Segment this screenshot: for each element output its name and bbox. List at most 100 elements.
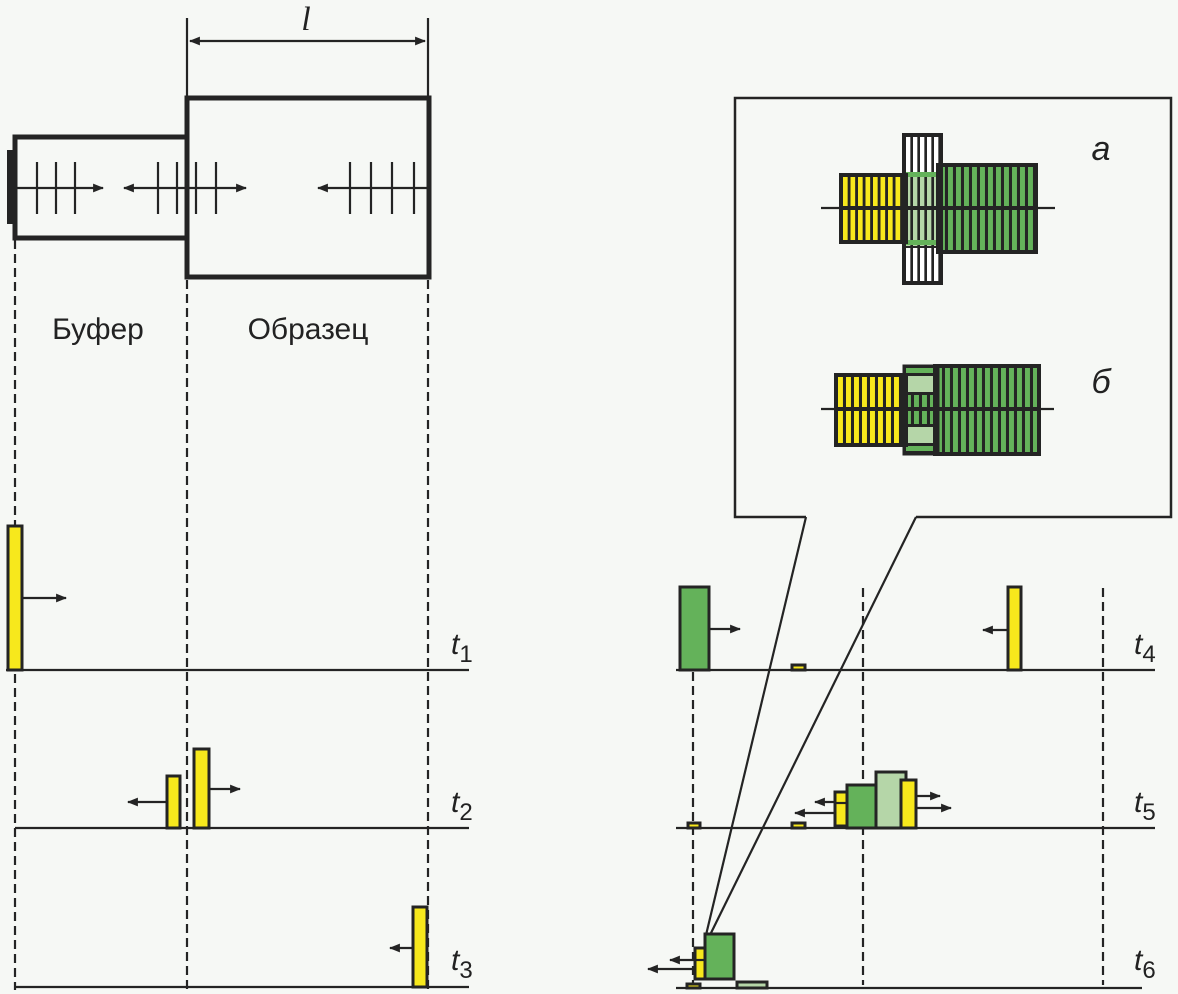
time-label-t4: t4 <box>1134 628 1156 668</box>
inset-a-buffer-stripes-stripe <box>895 177 901 206</box>
inset-a-interface-outline <box>902 133 943 285</box>
inset-a-buffer-stripes-stripe <box>865 210 871 240</box>
length-label: l <box>301 1 310 38</box>
inset-b-buffer-stripes-stripe <box>878 411 883 443</box>
inset-a-buffer-stripes-stripe <box>850 210 856 240</box>
inset-a-overlap-stripe <box>927 174 932 206</box>
inset-a-buffer-stripes-stripe <box>858 210 863 240</box>
interface-pulse <box>845 783 878 830</box>
inset-b-buffer-stripes-stripe <box>846 377 851 407</box>
inset-b-buffer-stripes-stripe <box>878 377 883 407</box>
inset-a-sample-stripes-stripe <box>988 167 993 206</box>
inset-a-buffer-stripes-stripe <box>880 177 886 206</box>
inset-a-detail <box>821 133 1055 285</box>
incident-pulse <box>6 524 24 672</box>
inset-a-sample-stripes-stripe <box>1012 210 1017 250</box>
inset-b-sample-stripes-stripe <box>985 368 990 407</box>
time-label-t5: t5 <box>1134 786 1156 826</box>
inset-a-interface-top-stripe <box>913 137 918 176</box>
inset-a-overlap-stripe <box>913 174 918 206</box>
inset-b-interface-stripes-stripe <box>930 395 935 407</box>
inset-b-sample-stripes-stripe <box>1017 411 1022 452</box>
transmitted-pulse <box>678 585 711 672</box>
inset-a-buffer-stripes-stripe <box>843 210 848 240</box>
time-label-t6: t6 <box>1134 944 1156 984</box>
inset-a-buffer-stripes-stripe <box>880 210 886 240</box>
inset-b-interface-stripes-stripe <box>906 411 911 424</box>
inset-b-sample-stripes-stripe <box>1009 368 1014 407</box>
inset-a-sample-stripes-stripe <box>980 210 985 250</box>
inset-a-sample-stripes-stripe <box>972 210 977 250</box>
inset-a-overlap-stripe <box>913 210 918 246</box>
time-label-t2: t2 <box>451 786 473 826</box>
inset-b-interface-stripes-stripe <box>922 395 927 407</box>
inset-a-buffer-stripes-stripe <box>895 210 901 240</box>
inset-b-label: б <box>1091 363 1112 401</box>
inset-b-sample-stripes-stripe <box>993 368 998 407</box>
inset-b-sample-stripes-stripe <box>961 411 966 452</box>
inset-a-interface-bottom-stripe <box>906 241 911 281</box>
inset-a-sample-stripes-stripe <box>1004 210 1009 250</box>
inset-a-label: а <box>1092 130 1111 168</box>
inset-a-buffer-stripes-stripe <box>873 210 878 240</box>
inset-b-buffer-stripes-stripe <box>854 411 859 443</box>
specimen-schematic: l Буфер Образец <box>7 1 432 346</box>
striker-plate <box>7 150 14 224</box>
inset-a-sample-stripes-stripe <box>948 167 953 206</box>
inset-a-interface-bottom-stripe <box>913 241 918 281</box>
inset-a-interface-top-stripe <box>906 137 911 176</box>
transmitted-pulse <box>899 778 918 830</box>
inset-a-interface-bottom-stripe <box>934 241 939 281</box>
buffer-label: Буфер <box>52 313 144 346</box>
inset-b-sample-stripes-stripe <box>1009 411 1014 452</box>
inset-a-sample-stripes-stripe <box>996 167 1001 206</box>
inset-b-buffer-stripes-stripe <box>854 377 859 407</box>
timeline-t1: t1 <box>6 524 473 672</box>
callout-pointer-left <box>704 516 808 936</box>
timeline-t5: t5 <box>676 770 1156 830</box>
sample-label: Образец <box>248 313 369 346</box>
inset-a-overlap-edge <box>906 240 939 245</box>
inset-b-sample-stripes-stripe <box>977 411 982 452</box>
inset-b-sample-stripes-stripe <box>961 368 966 407</box>
inset-b-buffer-stripes-stripe <box>838 377 843 407</box>
inset-b-buffer-stripes-stripe <box>870 377 875 407</box>
inset-b-buffer-stripes-stripe <box>862 411 867 443</box>
inset-b-interface-stripes-stripe <box>914 411 919 424</box>
inset-b-interface-block <box>906 376 936 392</box>
inset-a-interface-top-stripe <box>934 137 939 176</box>
inset-a-overlap-edge <box>906 172 939 177</box>
timeline-t3: t3 <box>15 905 473 989</box>
inset-b-interface-stripes-stripe <box>922 411 927 424</box>
inset-b-sample-stripes-stripe <box>969 368 974 407</box>
inset-b-sample-stripes-stripe <box>985 411 990 452</box>
inset-a-sample-stripes-stripe <box>1012 167 1017 206</box>
inset-a-sample-stripes-stripe <box>948 210 953 250</box>
timeline-t4: t4 <box>676 585 1156 672</box>
inset-b-sample-stripes-stripe <box>945 368 950 407</box>
inset-b-sample-outline <box>933 364 1041 456</box>
inset-a-interface-top-stripe <box>920 137 925 176</box>
inset-b-interface-edge <box>906 446 936 451</box>
inset-b-buffer-stripes-stripe <box>894 411 899 443</box>
inset-b-interface-stripes-stripe <box>914 395 919 407</box>
inset-a-sample-stripes-bg <box>938 165 1036 252</box>
inset-b-interface-block <box>906 427 936 443</box>
residual-pulse <box>790 663 807 672</box>
left-guides <box>13 240 430 990</box>
inset-a-sample-stripes-stripe <box>964 167 969 206</box>
inset-b-sample-stripes-stripe <box>1001 411 1006 452</box>
inset-b-buffer-stripes-stripe <box>862 377 867 407</box>
inset-a-sample-stripes-stripe <box>1028 167 1033 206</box>
inset-a-buffer-stripes-stripe <box>873 177 878 206</box>
reflected-pulse <box>1006 585 1023 672</box>
inset-b-buffer-outline <box>834 373 908 447</box>
transmitted-pulse <box>192 747 211 830</box>
inset-a-overlap-stripe <box>927 210 932 246</box>
inset-b-sample-stripes-stripe <box>1033 411 1038 452</box>
wavefront-arrows <box>16 162 428 214</box>
inset-b-sample-stripes-stripe <box>953 368 958 407</box>
inset-b-sample-stripes-stripe <box>969 411 974 452</box>
inset-a-sample-outline <box>936 163 1038 254</box>
inset-b-buffer-stripes-stripe <box>894 377 899 407</box>
